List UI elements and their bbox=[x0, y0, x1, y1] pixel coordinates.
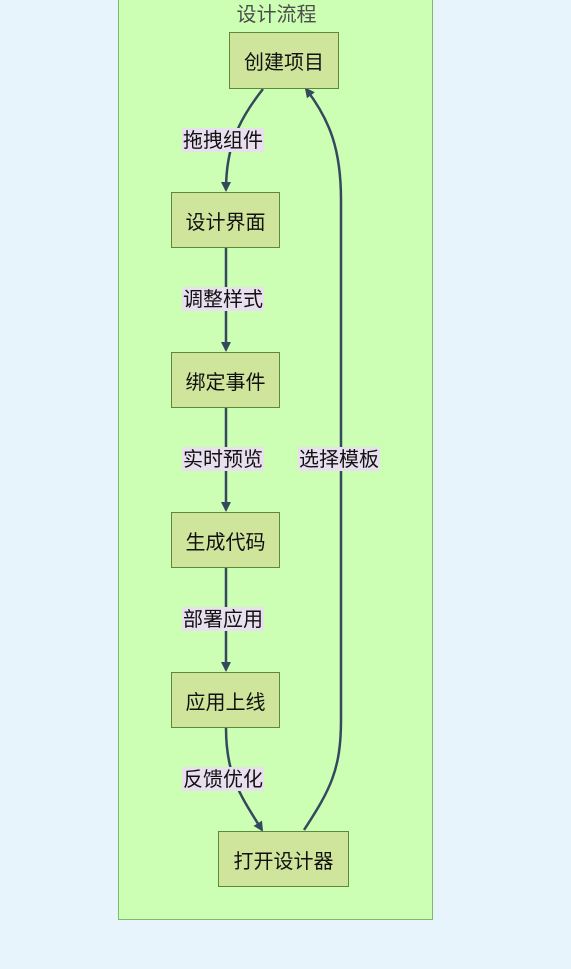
node-bind-events[interactable]: 绑定事件 bbox=[171, 352, 280, 408]
cluster-design-flow: 设计流程 bbox=[118, 0, 433, 920]
edge-label-adjust-styles: 调整样式 bbox=[182, 287, 264, 311]
node-generate-code[interactable]: 生成代码 bbox=[171, 512, 280, 568]
edge-label-deploy-app: 部署应用 bbox=[182, 607, 264, 631]
cluster-title: 设计流程 bbox=[236, 2, 317, 26]
node-design-ui[interactable]: 设计界面 bbox=[171, 192, 280, 248]
edge-label-live-preview: 实时预览 bbox=[182, 447, 264, 471]
node-create-project[interactable]: 创建项目 bbox=[229, 32, 339, 89]
edge-label-feedback-optimize: 反馈优化 bbox=[182, 767, 264, 791]
edge-label-select-template: 选择模板 bbox=[298, 447, 380, 471]
edge-label-drag-components: 拖拽组件 bbox=[182, 128, 264, 152]
node-app-online[interactable]: 应用上线 bbox=[171, 672, 280, 728]
node-open-designer[interactable]: 打开设计器 bbox=[218, 831, 349, 887]
